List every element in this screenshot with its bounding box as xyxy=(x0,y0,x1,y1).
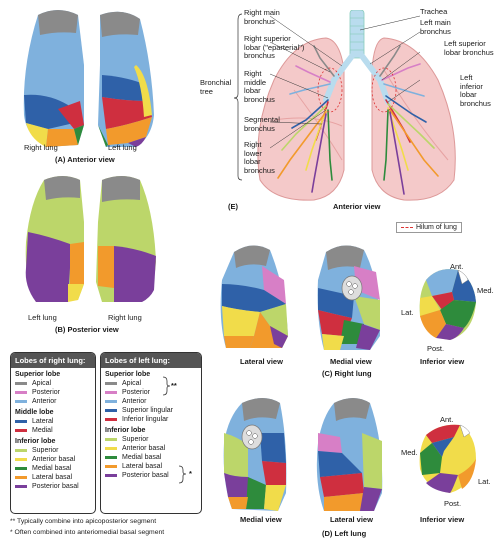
panel-c-lat-label: Lat. xyxy=(401,308,414,317)
legend-left-anterior-basal: Anterior basal xyxy=(105,444,201,453)
label-right-lower-lobar: Right lower lobar bronchus xyxy=(244,140,275,175)
legend-right-superior-lobe: Superior lobe xyxy=(15,371,61,378)
label-bronchial-tree: Bronchial tree xyxy=(200,78,232,96)
panel-d-caption: (D) Left lung xyxy=(322,529,367,538)
legend-left-superior: Superior xyxy=(105,435,201,444)
brace-double-icon xyxy=(162,376,171,396)
double-asterisk-mark: ** xyxy=(171,381,177,390)
label-left-inferior-lobar: Left inferior lobar bronchus xyxy=(460,73,491,108)
legend-right-middle-lobe: Middle lobe xyxy=(15,409,54,416)
panel-b-left-lung-label: Left lung xyxy=(28,313,57,322)
note-anteriomedial: * Often combined into anteriomedial basa… xyxy=(10,529,165,536)
panel-d-post-label: Post. xyxy=(444,499,462,508)
legend-left-superior-lobe: Superior lobe xyxy=(105,371,151,378)
panel-d-lat-label: Lat. xyxy=(478,477,491,486)
legend-right-title: Lobes of right lung: xyxy=(11,353,95,368)
panel-a-left-lung-label: Left lung xyxy=(108,143,137,152)
panel-b-right-lung-label: Right lung xyxy=(108,313,142,322)
panel-e-caption: (E) xyxy=(228,202,238,211)
legend-right-superior: Superior xyxy=(15,446,95,455)
legend-right-inferior-lobe: Inferior lobe xyxy=(15,438,56,445)
legend-right-apical: Apical xyxy=(15,379,95,388)
label-right-middle-lobar: Right middle lobar bronchus xyxy=(244,69,275,104)
legend-left-posterior: Posterior xyxy=(105,388,201,397)
panel-c-inferior-view: Inferior view xyxy=(420,357,465,366)
legend-right-medial-basal: Medial basal xyxy=(15,464,95,473)
panel-a-caption: (A) Anterior view xyxy=(55,155,115,164)
legend-right-lateral: Lateral xyxy=(15,417,95,426)
panel-c-medial-view: Medial view xyxy=(330,357,372,366)
panel-d-lateral-view: Lateral view xyxy=(330,515,373,524)
note-apicoposterior: ** Typically combine into apicoposterior… xyxy=(10,518,157,525)
panel-a-anterior-view xyxy=(18,5,168,165)
legend-left-posterior-basal: Posterior basal xyxy=(105,471,201,480)
legend-right-anterior-basal: Anterior basal xyxy=(15,455,95,464)
hilum-dash-icon xyxy=(401,227,413,228)
label-right-superior-lobar: Right superior lobar ("eparterial") bron… xyxy=(244,34,305,60)
panel-e-view-label: Anterior view xyxy=(333,202,381,211)
panel-c-caption: (C) Right lung xyxy=(322,369,372,378)
legend-right-posterior: Posterior xyxy=(15,388,95,397)
legend-left-anterior: Anterior xyxy=(105,397,201,406)
panel-c-ant-label: Ant. xyxy=(450,262,464,271)
legend-left-lateral-basal: Lateral basal xyxy=(105,462,201,471)
panel-c-right-lung xyxy=(214,240,499,360)
legend-left-superior-lingular: Superior lingular xyxy=(105,406,201,415)
panel-d-left-lung xyxy=(214,393,499,518)
legend-left-medial-basal: Medial basal xyxy=(105,453,201,462)
panel-d-inferior-view: Inferior view xyxy=(420,515,465,524)
legend-right-posterior-basal: Posterior basal xyxy=(15,482,95,491)
legend-right-medial: Medial xyxy=(15,426,95,435)
label-left-superior-lobar: Left superior lobar bronchus xyxy=(444,39,494,57)
panel-c-lateral-view: Lateral view xyxy=(240,357,283,366)
panel-b-caption: (B) Posterior view xyxy=(55,325,119,334)
label-segmental-bronchus: Segmental bronchus xyxy=(244,115,280,133)
panel-d-med-label: Med. xyxy=(401,448,418,457)
brace-single-icon xyxy=(178,465,187,484)
legend-left-title: Lobes of left lung: xyxy=(101,353,201,368)
panel-c-med-label: Med. xyxy=(477,286,494,295)
legend-right-lateral-basal: Lateral basal xyxy=(15,473,95,482)
legend-right-lung: Lobes of right lung: Superior lobe Apica… xyxy=(10,352,96,514)
panel-c-post-label: Post. xyxy=(427,344,445,353)
label-trachea: Trachea xyxy=(420,7,448,16)
panel-e-bronchial-tree xyxy=(234,10,494,210)
panel-b-posterior-view xyxy=(18,172,168,317)
panel-d-ant-label: Ant. xyxy=(440,415,454,424)
legend-right-anterior: Anterior xyxy=(15,397,95,406)
legend-left-apical: Apical xyxy=(105,379,201,388)
legend-left-inferior-lobe: Inferior lobe xyxy=(105,427,146,434)
single-asterisk-mark: * xyxy=(189,469,192,478)
hilum-key: Hilum of lung xyxy=(396,222,462,233)
label-left-main-bronchus: Left main bronchus xyxy=(420,18,451,36)
legend-left-inferior-lingular: Inferior lingular xyxy=(105,415,201,424)
panel-d-medial-view: Medial view xyxy=(240,515,282,524)
panel-a-right-lung-label: Right lung xyxy=(24,143,58,152)
legend-left-lung: Lobes of left lung: Superior lobe Apical… xyxy=(100,352,202,514)
label-right-main-bronchus: Right main bronchus xyxy=(244,8,280,26)
